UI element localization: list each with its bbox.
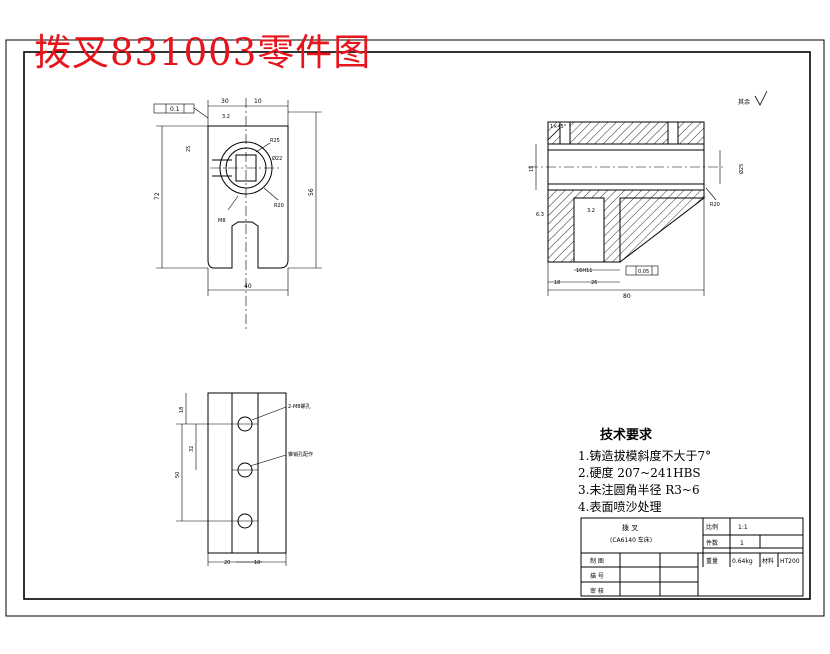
svg-text:R25: R25 — [270, 138, 280, 144]
svg-text:32: 32 — [189, 446, 195, 452]
tech-item: 4.表面喷沙处理 — [578, 500, 662, 514]
outer-frame — [5, 39, 825, 617]
svg-text:其余: 其余 — [738, 98, 750, 106]
svg-text:15: 15 — [529, 166, 535, 172]
technical-requirements: 技术要求 1.铸造拔模斜度不大于7° 2.硬度 207~241HBS 3.未注圆… — [578, 424, 711, 516]
svg-text:件数: 件数 — [706, 539, 718, 547]
svg-text:重量: 重量 — [706, 557, 718, 565]
svg-text:2-M8螺孔: 2-M8螺孔 — [288, 403, 310, 410]
svg-text:3.2: 3.2 — [222, 114, 230, 120]
drawing-title: 拨叉831003零件图 — [34, 31, 372, 74]
title-block — [580, 517, 804, 597]
svg-text:拨 叉: 拨 叉 — [622, 523, 638, 532]
tech-item: 1.铸造拔模斜度不大于7° — [578, 449, 712, 463]
svg-text:HT200: HT200 — [780, 558, 800, 565]
svg-text:M8: M8 — [218, 218, 226, 224]
side-section-view — [528, 121, 724, 296]
svg-text:(CA6140 车床): (CA6140 车床) — [610, 536, 652, 544]
svg-text:比例: 比例 — [706, 523, 718, 531]
tech-item: 2.硬度 207~241HBS — [578, 466, 701, 480]
svg-text:10: 10 — [254, 98, 262, 105]
svg-text:Ø22: Ø22 — [272, 155, 282, 162]
svg-text:26: 26 — [591, 280, 597, 286]
title-block-text: 拨 叉 (CA6140 车床) 比例 1:1 件数 1 重量 0.64kg 材料… — [590, 523, 800, 595]
inner-frame — [23, 51, 811, 600]
svg-text:R20: R20 — [274, 203, 284, 209]
svg-text:72: 72 — [154, 192, 161, 200]
svg-text:40: 40 — [244, 283, 252, 290]
svg-text:材料: 材料 — [762, 557, 774, 565]
svg-text:R20: R20 — [710, 202, 720, 208]
svg-text:30: 30 — [221, 98, 229, 105]
svg-text:锥销孔配作: 锥销孔配作 — [288, 451, 313, 458]
tech-heading: 技术要求 — [600, 428, 653, 443]
bottom-view-labels: 18 32 50 20 10 2-M8螺孔 锥销孔配作 — [175, 403, 313, 566]
svg-text:0.1: 0.1 — [170, 106, 180, 113]
svg-text:6.3: 6.3 — [536, 212, 544, 218]
svg-text:审 核: 审 核 — [590, 587, 604, 595]
svg-text:0.05: 0.05 — [638, 269, 649, 275]
front-view-labels: 30 10 0.1 3.2 R25 Ø22 72 56 M8 R20 40 25 — [154, 98, 315, 290]
svg-text:1: 1 — [740, 540, 744, 547]
svg-text:25: 25 — [186, 146, 192, 152]
svg-text:18: 18 — [179, 407, 185, 413]
front-view — [153, 98, 322, 330]
tech-item: 3.未注圆角半径 R3~6 — [578, 483, 700, 497]
svg-text:Ø25: Ø25 — [738, 164, 745, 174]
roughness-symbol-icon: 其余 — [738, 90, 768, 106]
side-section-labels: 1×45° 15 Ø25 R20 18 26 80 16H11 0.05 3.2… — [529, 124, 745, 300]
svg-text:16H11: 16H11 — [576, 268, 592, 274]
bottom-view — [176, 392, 287, 566]
svg-text:18: 18 — [554, 280, 560, 286]
svg-text:20: 20 — [224, 560, 230, 566]
svg-text:1×45°: 1×45° — [550, 124, 567, 130]
svg-text:1:1: 1:1 — [738, 524, 748, 531]
svg-text:3.2: 3.2 — [587, 208, 595, 214]
svg-text:制 图: 制 图 — [590, 557, 604, 565]
svg-text:0.64kg: 0.64kg — [732, 558, 753, 565]
svg-text:50: 50 — [175, 472, 181, 478]
svg-text:描 号: 描 号 — [590, 572, 604, 580]
svg-text:10: 10 — [254, 560, 260, 566]
svg-text:56: 56 — [308, 188, 315, 196]
svg-text:80: 80 — [623, 293, 631, 300]
